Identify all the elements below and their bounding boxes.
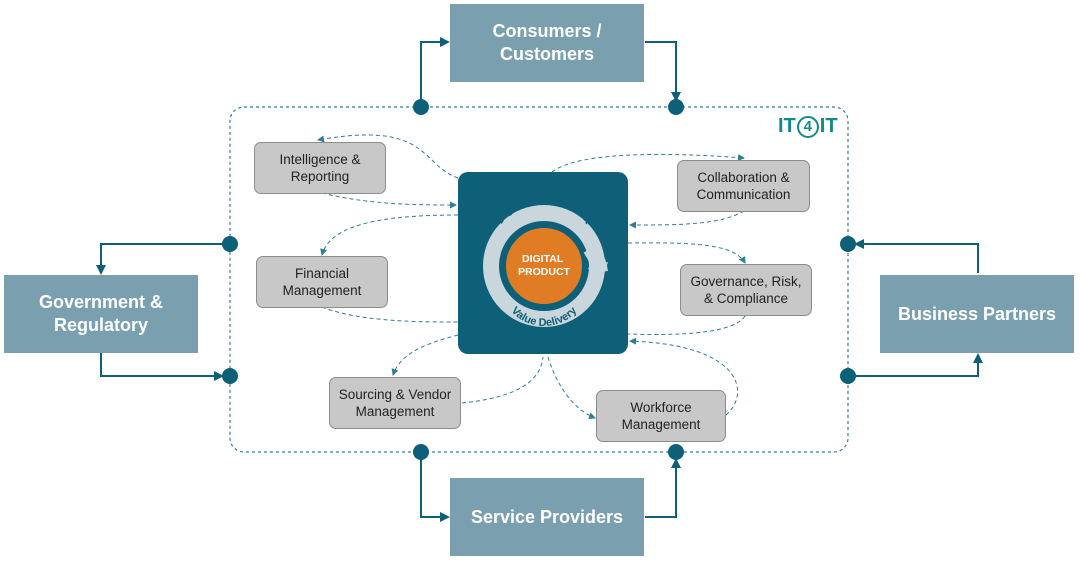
government-inbound-connector <box>96 243 230 275</box>
service-providers-inbound-connector <box>420 452 450 522</box>
governance-risk-compliance-box: Governance, Risk, & Compliance <box>680 264 812 316</box>
flow-intelligence-to-center <box>321 192 457 209</box>
service-providers-label: Service Providers <box>470 506 624 527</box>
flow-sourcing-to-center <box>461 356 544 404</box>
connector-node <box>413 99 429 115</box>
capability-label: Financial <box>294 266 350 281</box>
business-partners-inbound-connector <box>854 239 979 273</box>
capability-label: Reporting <box>290 169 350 184</box>
government-label-line1: Government & <box>38 292 164 312</box>
flow-to-collaboration <box>551 153 745 173</box>
service-providers-box: Service Providers <box>450 478 644 556</box>
capability-label: Intelligence & <box>279 152 361 167</box>
consumers-outbound-connector <box>645 41 681 102</box>
business-partners-outbound-connector <box>848 353 983 377</box>
enterprise-boundary <box>229 106 849 453</box>
government-label-line2: Regulatory <box>53 315 149 335</box>
connector-node <box>668 99 684 115</box>
consumers-inbound-connector <box>420 37 450 107</box>
financial-management-box: Financial Management <box>256 256 388 308</box>
flow-to-governance <box>627 242 746 264</box>
workforce-management-box: Workforce Management <box>596 390 726 442</box>
flow-governance-to-center <box>627 315 746 336</box>
internal-flows <box>317 134 746 420</box>
capability-label: Communication <box>696 187 791 202</box>
external-connectors <box>96 37 983 522</box>
flow-financial-to-center <box>321 306 459 323</box>
connector-node <box>222 236 238 252</box>
capability-label: Management <box>355 404 435 419</box>
capability-label: Collaboration & <box>697 170 790 185</box>
business-partners-label: Business Partners <box>897 303 1057 324</box>
government-regulatory-box: Government & Regulatory <box>4 275 198 353</box>
value-cycle-arrow-tail <box>583 243 608 274</box>
logo-number-badge: 4 <box>796 115 819 138</box>
connector-node <box>840 368 856 384</box>
digital-product-label: DIGITAL PRODUCT <box>518 253 571 278</box>
capability-label: Management <box>282 283 362 298</box>
connector-node <box>840 236 856 252</box>
connector-nodes <box>222 99 856 460</box>
digital-product-circle <box>504 226 584 306</box>
service-providers-outbound-connector <box>645 458 681 518</box>
business-partners-box: Business Partners <box>880 275 1074 353</box>
capability-label: Governance, Risk, <box>690 274 802 289</box>
capability-label: & Compliance <box>703 291 789 306</box>
logo-right-text: IT <box>819 115 838 137</box>
capability-label: Sourcing & Vendor <box>338 387 452 402</box>
sourcing-vendor-management-box: Sourcing & Vendor Management <box>329 377 461 429</box>
capability-label: Management <box>621 417 701 432</box>
consumers-customers-box: Consumers / Customers <box>450 4 644 82</box>
government-outbound-connector <box>100 353 224 381</box>
flow-collaboration-to-center <box>629 210 745 229</box>
flow-to-financial <box>320 214 459 256</box>
consumers-label-line2: Customers <box>499 44 595 64</box>
consumers-label-line1: Consumers / <box>492 21 602 41</box>
connector-node <box>413 444 429 460</box>
connector-node <box>668 444 684 460</box>
logo-left-text: IT <box>778 115 796 137</box>
it4it-logo: IT 4 IT <box>778 115 838 138</box>
connector-node <box>222 368 238 384</box>
capability-label: Workforce <box>630 400 692 415</box>
collaboration-communication-box: Collaboration & Communication <box>677 160 810 212</box>
flow-to-sourcing <box>391 334 459 376</box>
flow-to-workforce <box>547 356 596 420</box>
intelligence-reporting-box: Intelligence & Reporting <box>254 142 386 194</box>
